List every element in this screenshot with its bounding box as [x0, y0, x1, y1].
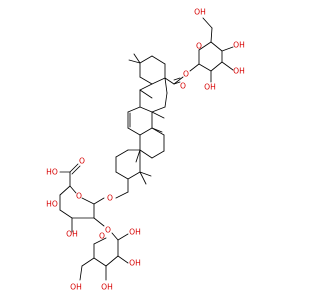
label-o-top-sugar-ring: O — [196, 42, 202, 51]
label-o-ester-link: O — [183, 70, 189, 79]
label-oh-outer-c3: OH — [129, 259, 141, 268]
label-ho-glucuronide-c4: HO — [46, 200, 58, 209]
label-oh-top-c2: OH — [204, 83, 216, 92]
label-o-glucuronide-c2-link: O — [105, 226, 111, 235]
atom-labels: OH O OH OH O OH O O O HO O HO OH O OH OH… — [46, 8, 245, 292]
label-oh-top-c4: OH — [233, 41, 245, 50]
structural-formula: OH O OH OH O OH O O O HO O HO OH O OH OH… — [46, 8, 245, 292]
label-o-glucuronide-ring: O — [76, 192, 82, 201]
label-o-outer-sugar-ring: O — [99, 232, 105, 241]
label-oh-outer-ch2oh: OH — [70, 283, 82, 292]
label-ho-carboxyl: HO — [46, 168, 58, 177]
label-oh-outer-c4: OH — [101, 283, 113, 292]
label-oh-top-ch2oh: OH — [194, 8, 206, 17]
label-o-carboxyl-carbonyl: O — [79, 157, 85, 166]
label-oh-top-c3: OH — [233, 67, 245, 76]
label-oh-outer-c2: OH — [129, 228, 141, 237]
label-oh-glucuronide-c3: OH — [66, 230, 78, 239]
label-o-glycoside-link: O — [107, 194, 113, 203]
bond-network — [59, 17, 234, 281]
label-o-ester-carbonyl: O — [180, 82, 186, 91]
molecule-structure-canvas: OH O OH OH O OH O O O HO O HO OH O OH OH… — [46, 7, 245, 292]
